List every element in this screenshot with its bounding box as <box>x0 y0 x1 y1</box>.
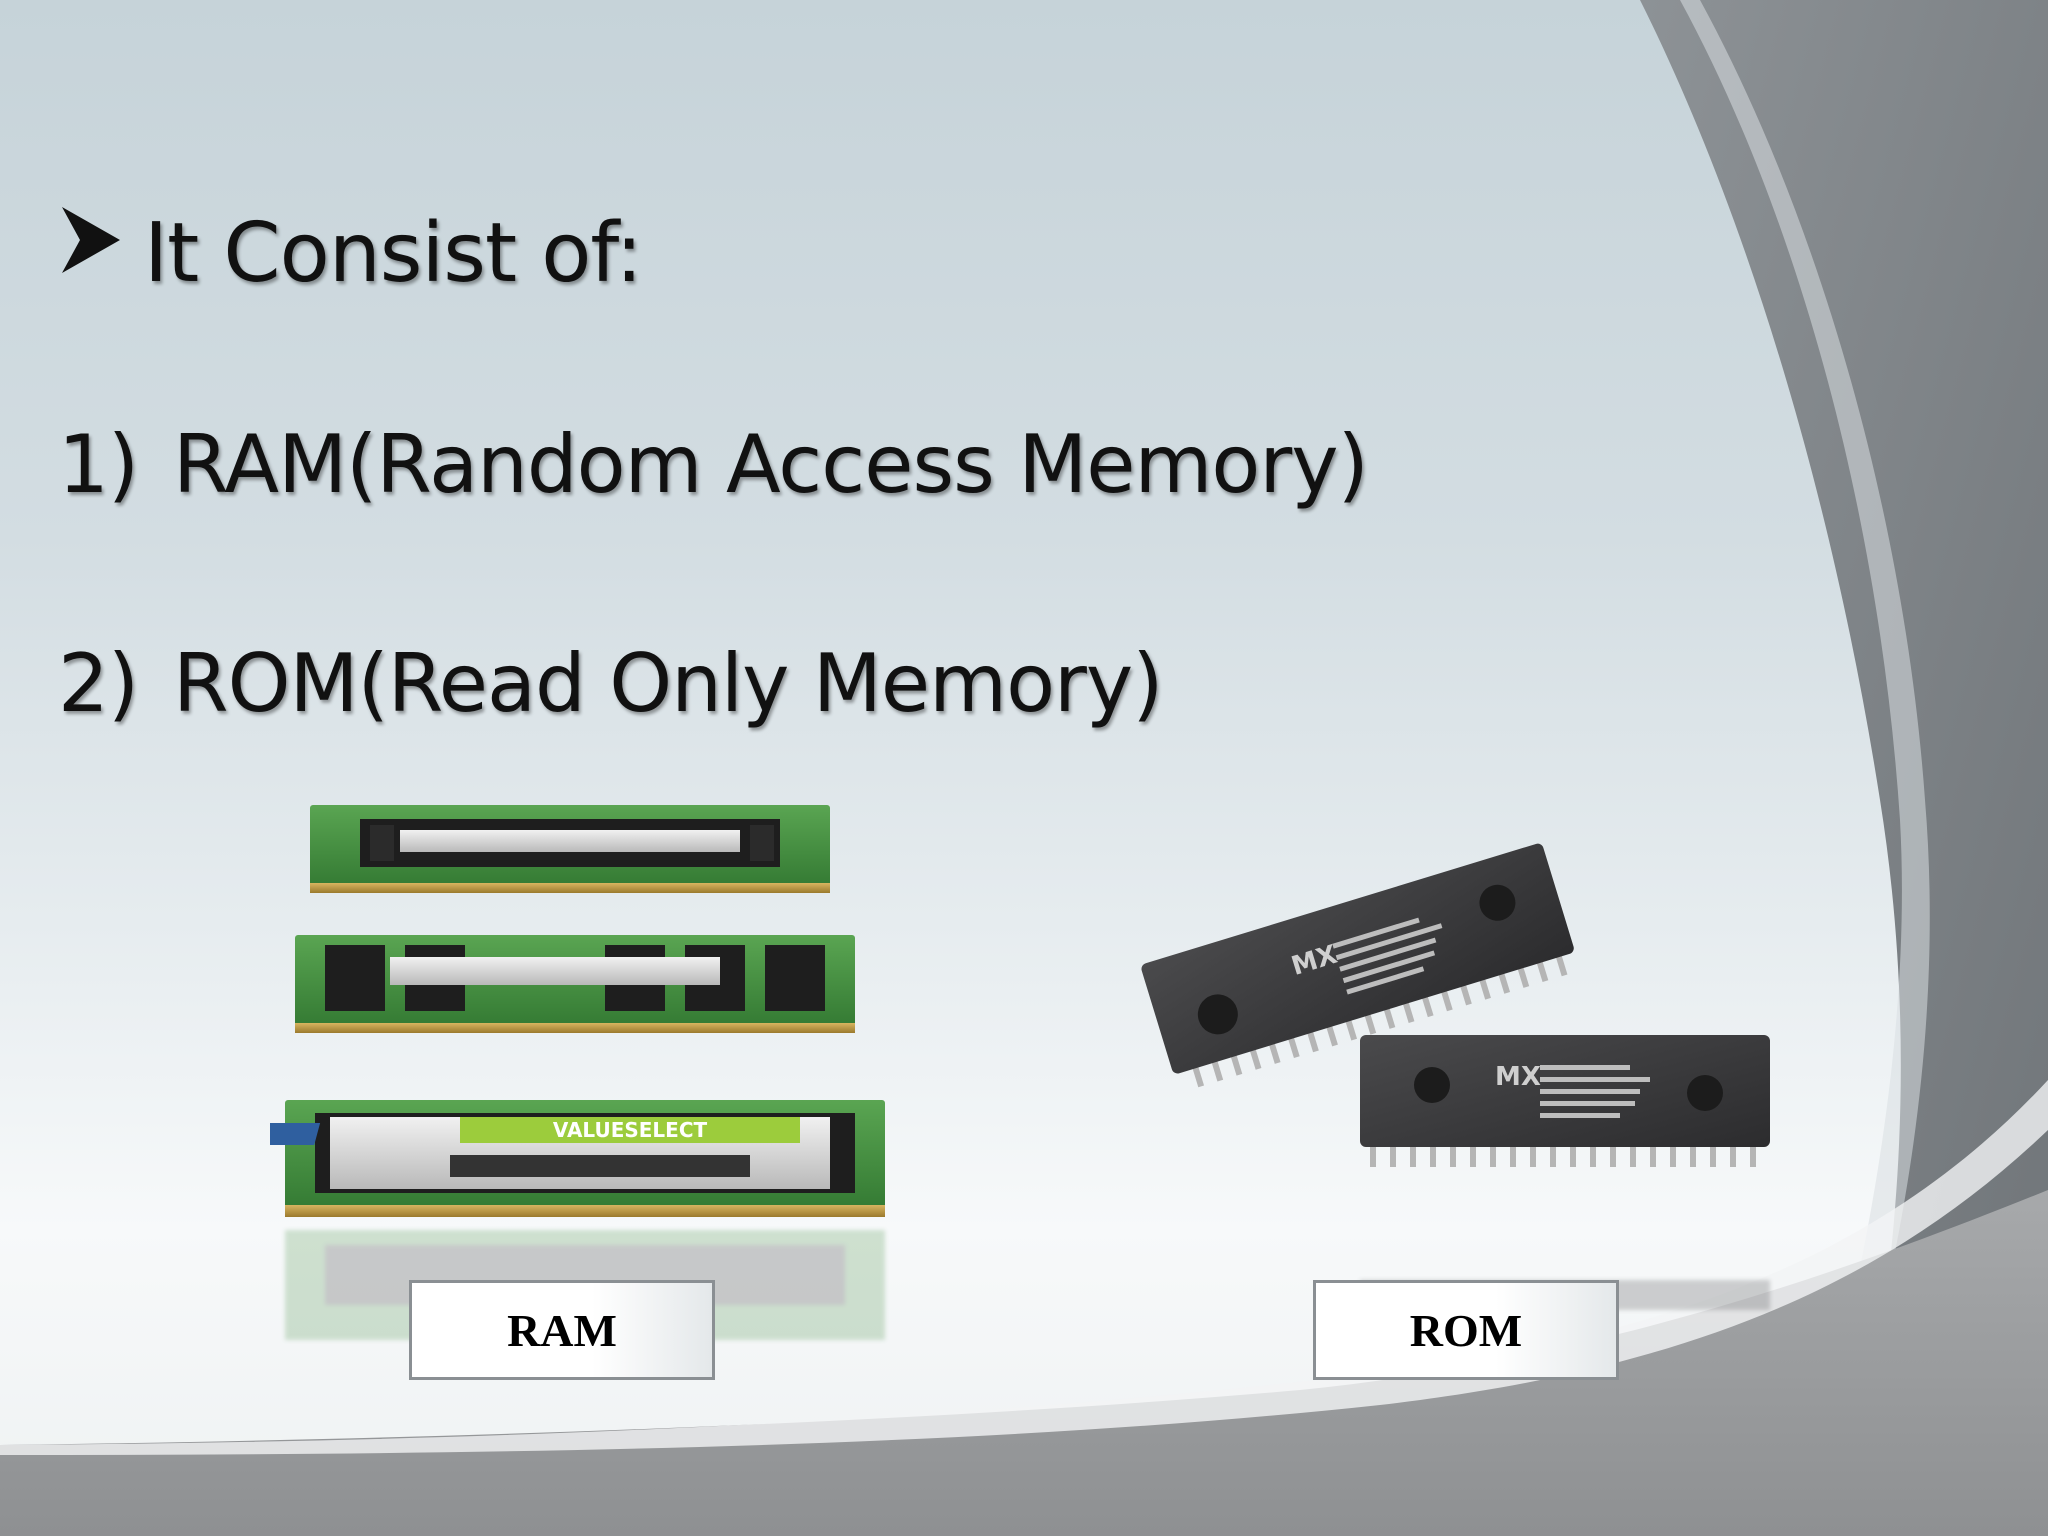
ram-stick-1 <box>310 805 830 893</box>
ram-stick-2 <box>295 935 855 1033</box>
heading-text: It Consist of: <box>144 206 643 301</box>
list-item-text: RAM(Random Access Memory) <box>173 418 1369 511</box>
bullet-arrow-icon <box>60 200 122 295</box>
rom-chip-brand: MX <box>1495 1062 1541 1092</box>
slide-heading: It Consist of: <box>60 200 643 301</box>
list-item-rom: 2) ROM(Read Only Memory) <box>58 637 1163 730</box>
rom-chip-1: MX <box>1141 843 1574 1088</box>
list-item-number: 2) <box>58 637 139 730</box>
ram-stick-3: VALUESELECT <box>270 1100 885 1217</box>
list-item-ram: 1) RAM(Random Access Memory) <box>58 418 1369 511</box>
rom-chips-image: MX <box>1141 843 1770 1167</box>
list-item-number: 1) <box>58 418 139 511</box>
ram-sticker-text: VALUESELECT <box>553 1118 708 1142</box>
list-item-text: ROM(Read Only Memory) <box>173 637 1163 730</box>
rom-chip-2: MX <box>1360 1035 1770 1167</box>
rom-label-box: ROM <box>1313 1280 1619 1380</box>
ram-label-box: RAM <box>409 1280 715 1380</box>
ram-modules-image: VALUESELECT <box>270 805 885 1217</box>
